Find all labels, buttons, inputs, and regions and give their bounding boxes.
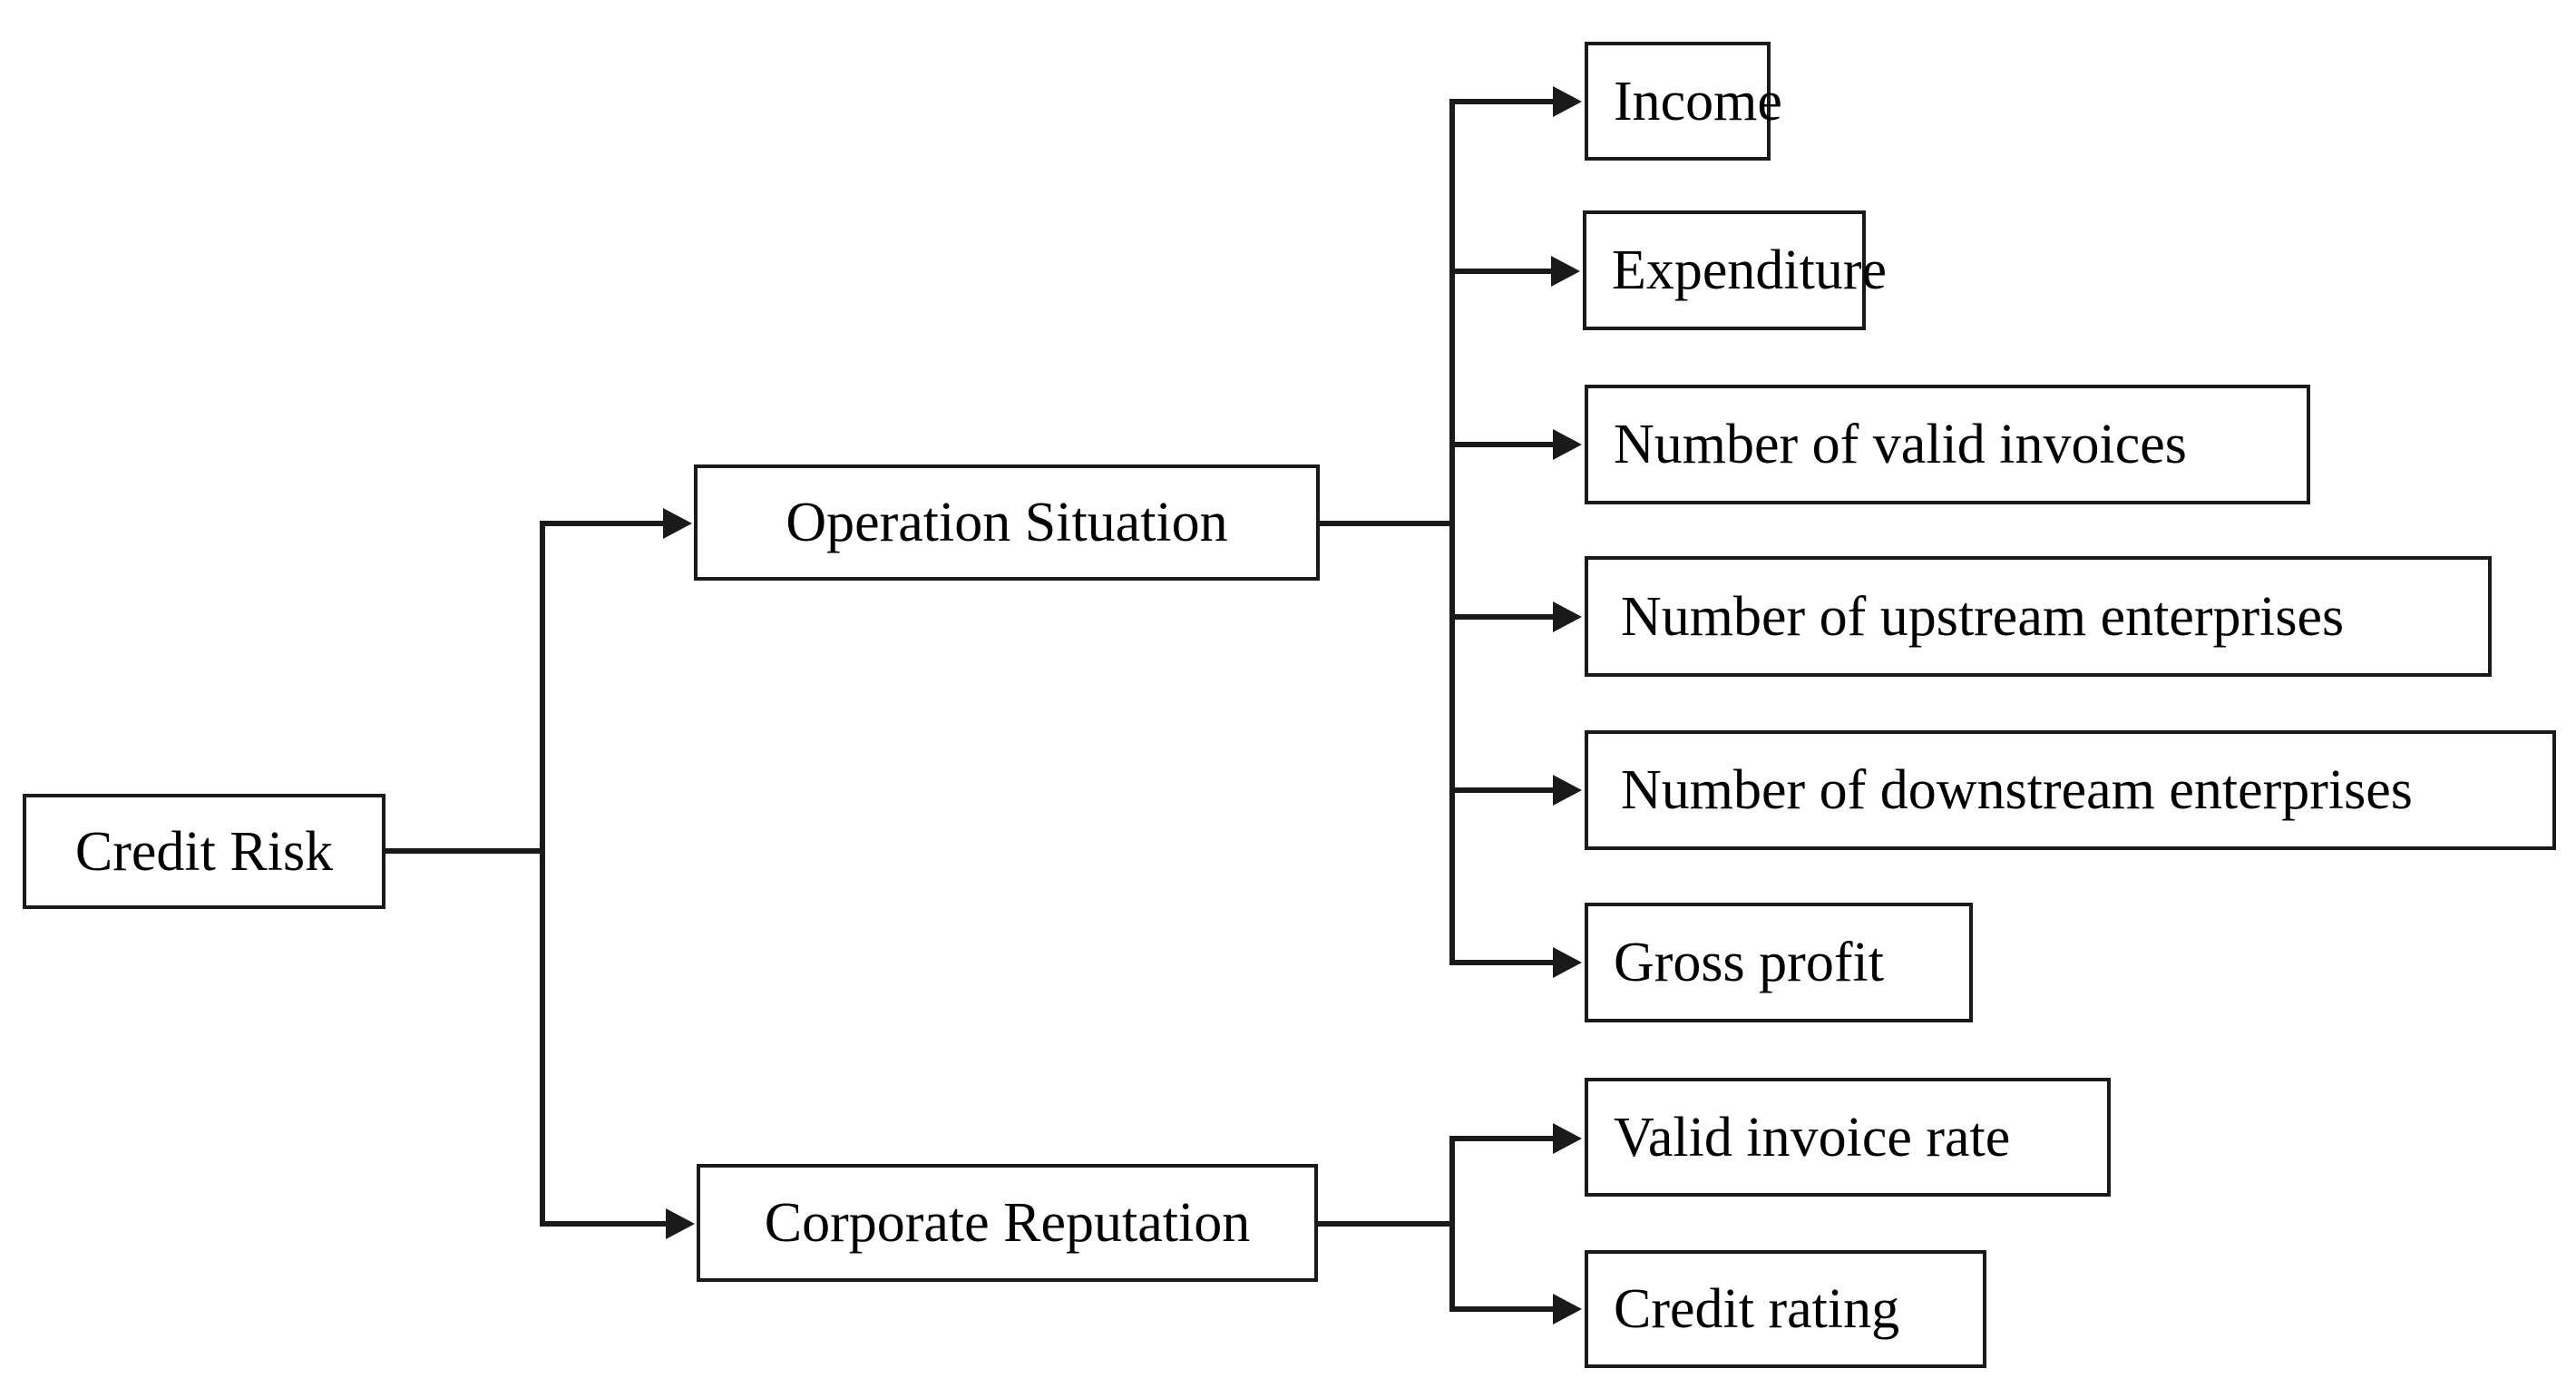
node-valid-invoice-rate-label: Valid invoice rate <box>1614 1106 2011 1168</box>
node-credit-rating[interactable]: Credit rating <box>1585 1250 1986 1368</box>
node-valid-invoice-rate[interactable]: Valid invoice rate <box>1585 1078 2111 1197</box>
edge-to-corporate-reputation <box>540 1221 669 1227</box>
edge-to-income <box>1449 99 1556 104</box>
arrowhead-valid-invoices <box>1553 429 1582 460</box>
arrowhead-gross-profit <box>1553 947 1582 978</box>
node-corporate-reputation[interactable]: Corporate Reputation <box>697 1164 1318 1282</box>
node-gross-profit[interactable]: Gross profit <box>1585 903 1973 1022</box>
arrowhead-valid-invoice-rate <box>1553 1123 1582 1154</box>
node-operation-situation[interactable]: Operation Situation <box>694 464 1320 581</box>
node-income[interactable]: Income <box>1585 42 1782 161</box>
edge-to-upstream-enterprises <box>1449 614 1556 620</box>
edge-to-credit-rating <box>1449 1306 1556 1312</box>
node-credit-rating-label: Credit rating <box>1614 1278 1900 1340</box>
arrowhead-expenditure <box>1551 256 1580 287</box>
edge-operation-stem <box>1320 521 1452 526</box>
arrowhead-income <box>1553 86 1582 117</box>
node-corporate-reputation-label: Corporate Reputation <box>764 1192 1251 1254</box>
arrowhead-upstream-enterprises <box>1553 601 1582 632</box>
node-downstream-enterprises[interactable]: Number of downstream enterprises <box>1585 730 2556 850</box>
edge-reputation-trunk <box>1449 1136 1455 1312</box>
node-valid-invoices[interactable]: Number of valid invoices <box>1585 385 2310 504</box>
edge-level1-trunk <box>540 521 545 1227</box>
node-gross-profit-label: Gross profit <box>1614 932 1884 993</box>
arrowhead-corporate-reputation <box>666 1208 695 1239</box>
edge-to-gross-profit <box>1449 960 1556 965</box>
node-income-label: Income <box>1614 70 1782 132</box>
arrowhead-downstream-enterprises <box>1553 775 1582 806</box>
edge-reputation-stem <box>1318 1221 1452 1227</box>
edge-to-downstream-enterprises <box>1449 787 1556 793</box>
edge-operation-trunk <box>1449 99 1455 963</box>
edge-to-operation-situation <box>540 521 667 526</box>
node-credit-risk[interactable]: Credit Risk <box>23 794 385 909</box>
node-upstream-enterprises-label: Number of upstream enterprises <box>1621 585 2345 648</box>
node-expenditure[interactable]: Expenditure <box>1583 210 1888 330</box>
node-credit-risk-label: Credit Risk <box>74 820 334 883</box>
edge-root-stem <box>385 848 545 854</box>
arrowhead-credit-rating <box>1553 1294 1582 1325</box>
node-expenditure-label: Expenditure <box>1612 240 1888 301</box>
node-operation-situation-label: Operation Situation <box>785 492 1228 553</box>
node-upstream-enterprises[interactable]: Number of upstream enterprises <box>1585 556 2492 677</box>
edge-to-expenditure <box>1449 269 1555 274</box>
node-downstream-enterprises-label: Number of downstream enterprises <box>1621 759 2413 821</box>
node-valid-invoices-label: Number of valid invoices <box>1614 414 2187 475</box>
edge-to-valid-invoice-rate <box>1449 1136 1556 1141</box>
edge-to-valid-invoices <box>1449 442 1556 447</box>
arrowhead-operation-situation <box>663 508 692 539</box>
